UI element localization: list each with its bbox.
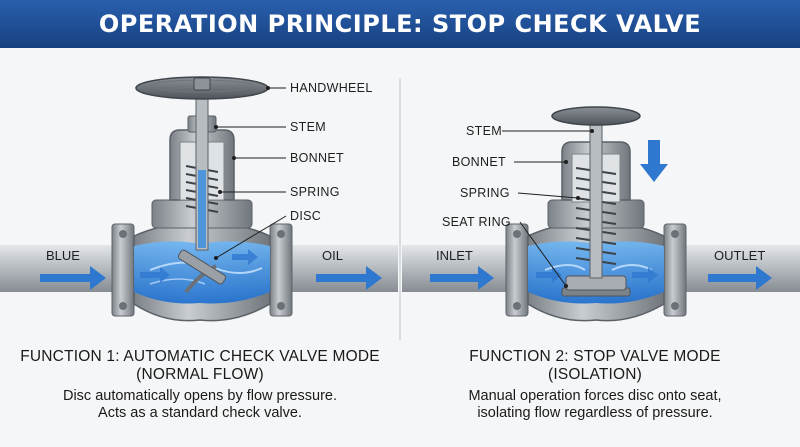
- label-disc: DISC: [290, 209, 321, 223]
- right-down-arrow: [640, 140, 668, 182]
- left-caption-title-2: (NORMAL FLOW): [136, 366, 264, 383]
- left-flow-in-label: BLUE: [46, 248, 80, 263]
- label-stem-left: STEM: [290, 120, 326, 134]
- right-valve: INLET OUTLET STEM BONNET SPRING SEAT RIN…: [402, 106, 800, 322]
- left-caption: FUNCTION 1: AUTOMATIC CHECK VALVE MODE (…: [10, 348, 390, 422]
- right-caption-body-1: Manual operation forces disc onto seat,: [468, 388, 722, 404]
- right-flow-out-label: OUTLET: [714, 248, 765, 263]
- left-caption-title-1: FUNCTION 1: AUTOMATIC CHECK VALVE MODE: [20, 348, 380, 365]
- left-flow-out-label: OIL: [322, 248, 343, 263]
- label-seat-ring: SEAT RING: [442, 215, 511, 229]
- label-bonnet-right: BONNET: [452, 155, 506, 169]
- left-flow-arrows: [40, 249, 382, 290]
- title-banner: [0, 0, 800, 48]
- left-valve: BLUE OIL HANDWHEEL STEM BONNET SPRING DI…: [0, 76, 398, 322]
- label-handwheel: HANDWHEEL: [290, 81, 373, 95]
- right-caption-body-2: isolating flow regardless of pressure.: [477, 405, 713, 421]
- right-inlet-pipe: [402, 245, 512, 292]
- left-caption-body-1: Disc automatically opens by flow pressur…: [62, 388, 337, 404]
- left-outlet-pipe: [290, 245, 398, 292]
- valve-diagram: BLUE OIL HANDWHEEL STEM BONNET SPRING DI…: [0, 76, 800, 340]
- page-title: OPERATION PRINCIPLE: STOP CHECK VALVE: [98, 10, 702, 38]
- left-inlet-pipe: [0, 245, 118, 292]
- right-caption-title-1: FUNCTION 2: STOP VALVE MODE: [469, 348, 721, 365]
- right-handwheel: [551, 106, 641, 126]
- left-caption-body-2: Acts as a standard check valve.: [98, 405, 302, 421]
- right-stem: [589, 117, 603, 279]
- label-spring-right: SPRING: [460, 186, 510, 200]
- label-stem-right: STEM: [466, 124, 502, 138]
- right-caption: FUNCTION 2: STOP VALVE MODE (ISOLATION) …: [405, 348, 785, 422]
- right-outlet-pipe: [680, 245, 800, 292]
- left-disc: [177, 249, 227, 285]
- label-spring-left: SPRING: [290, 185, 340, 199]
- right-flow-in-label: INLET: [436, 248, 473, 263]
- label-bonnet-left: BONNET: [290, 151, 344, 165]
- right-caption-title-2: (ISOLATION): [547, 366, 643, 383]
